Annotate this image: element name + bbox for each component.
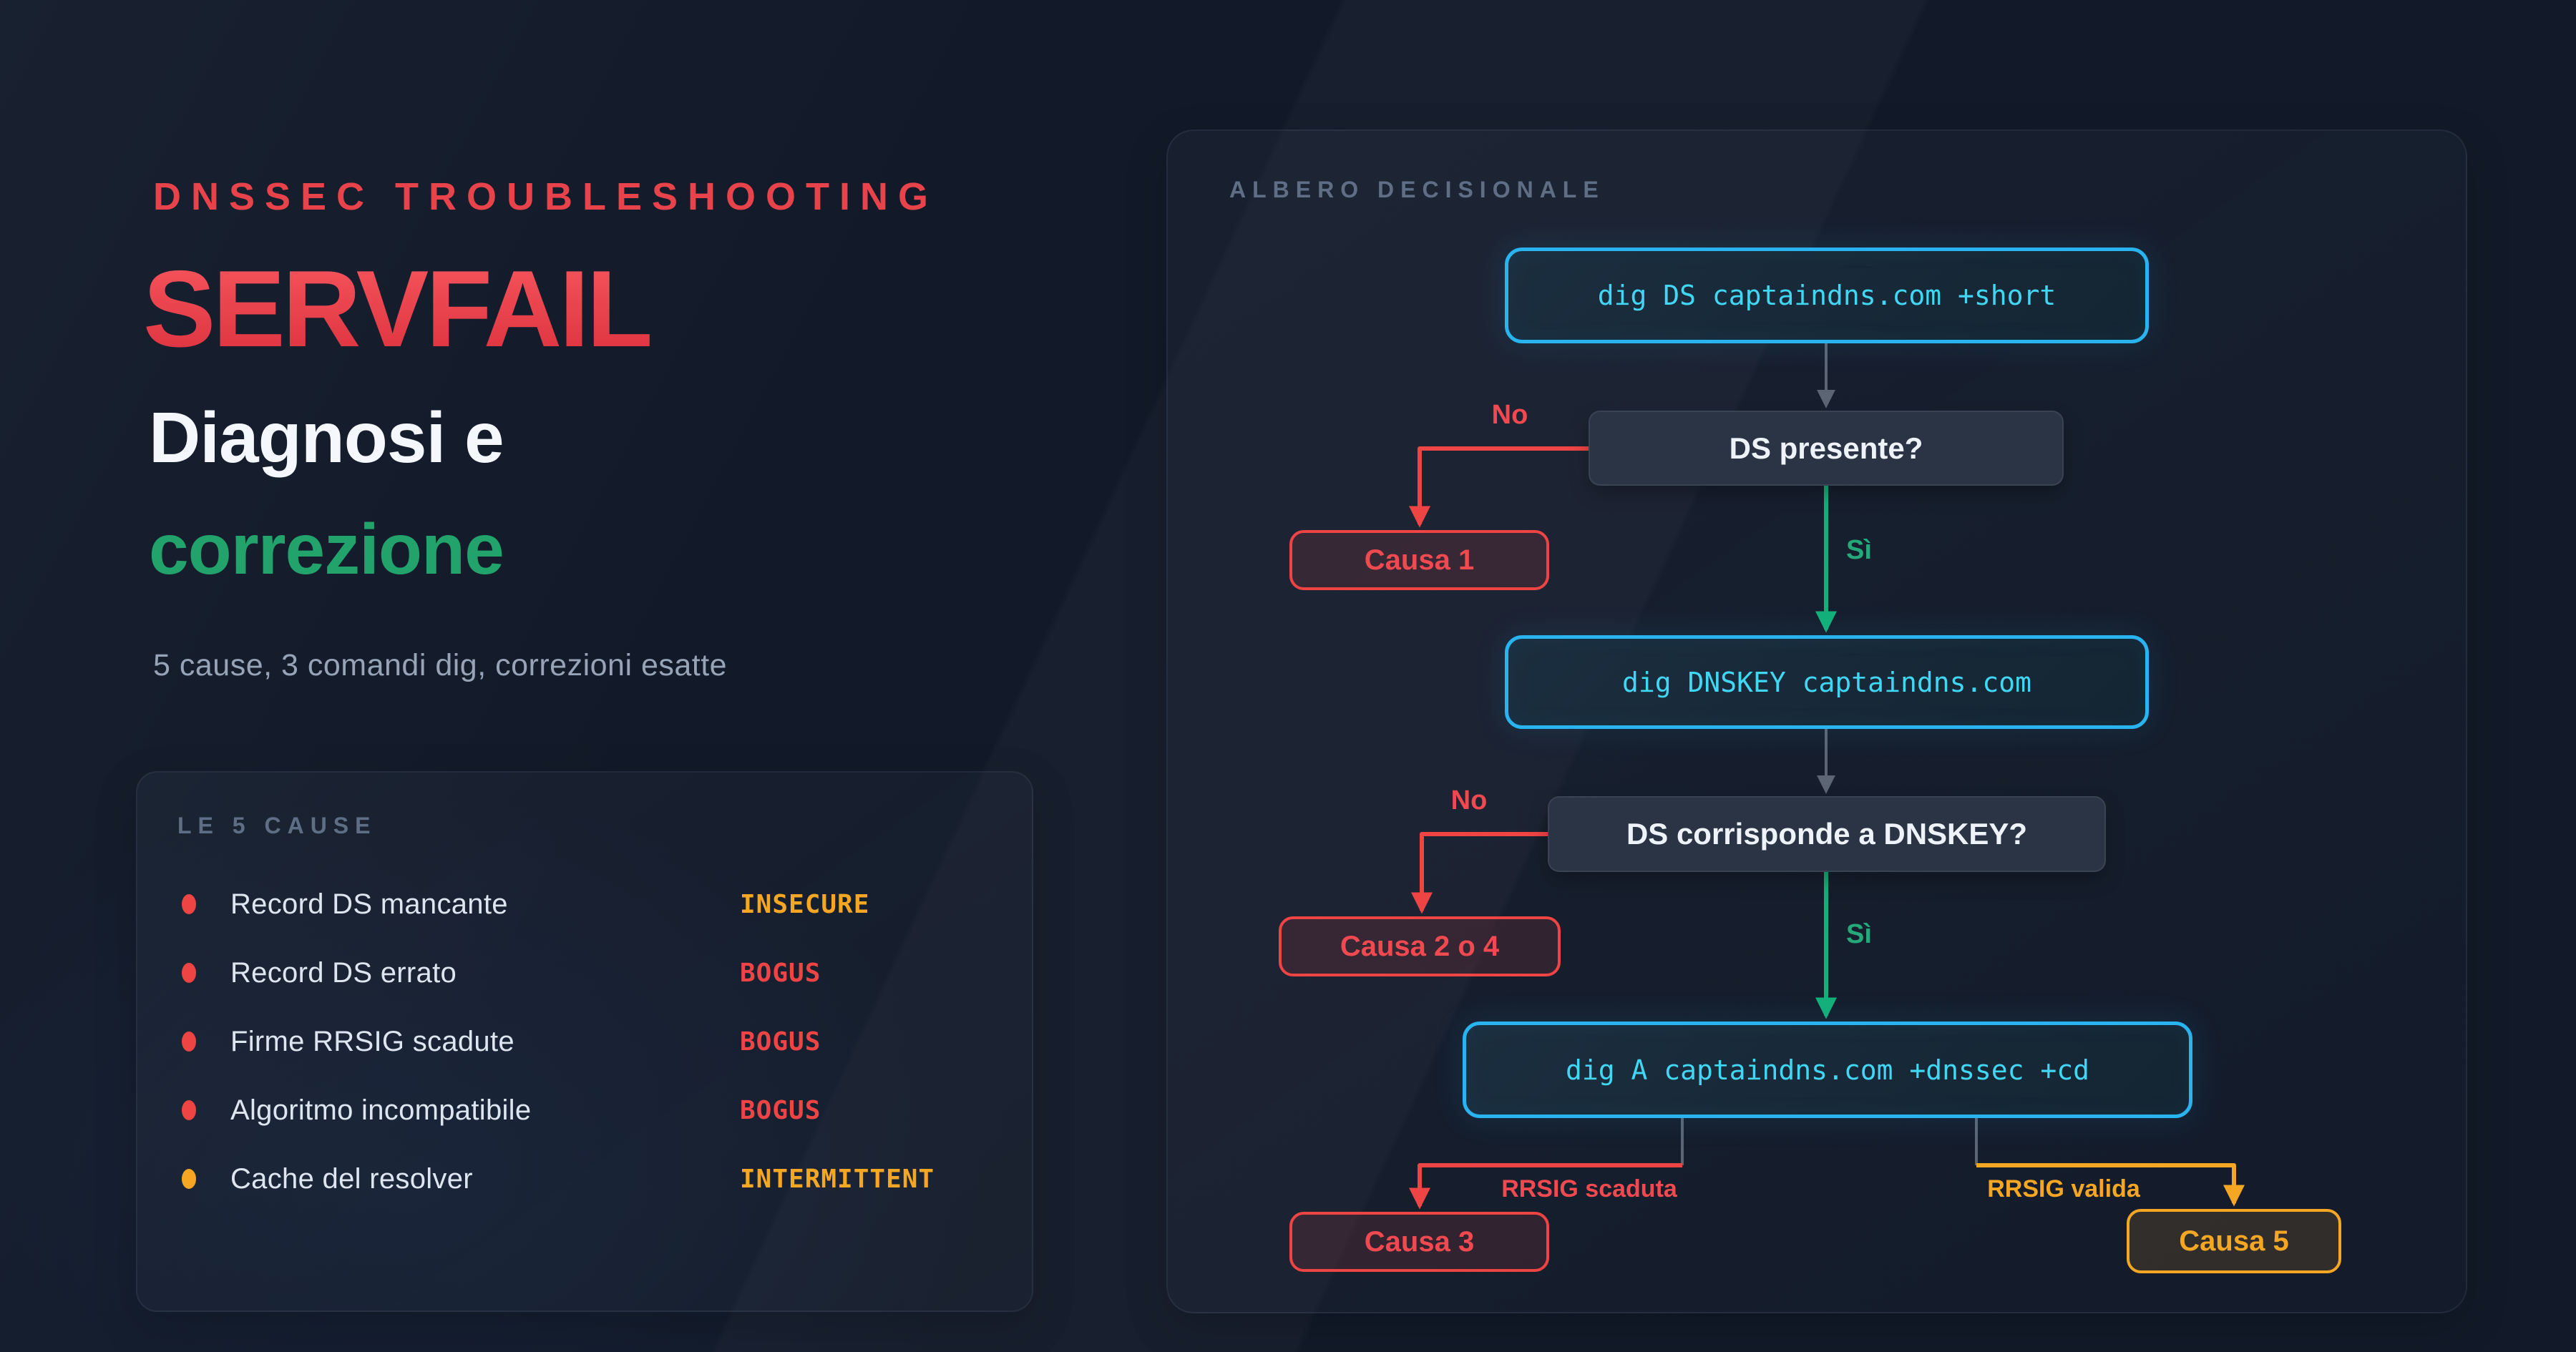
decision-tree-panel: ALBERO DECISIONALE <box>1166 129 2467 1313</box>
cause-row: Cache del resolver INTERMITTENT <box>177 1145 992 1213</box>
causes-card: LE 5 CAUSE Record DS mancante INSECURE R… <box>136 771 1033 1312</box>
cause-status: BOGUS <box>740 1027 821 1057</box>
cause-bullet <box>182 1100 196 1120</box>
eyebrow-title: DNSSEC TROUBLESHOOTING <box>153 175 939 218</box>
node-causa-3: Causa 3 <box>1289 1212 1549 1272</box>
cause-bullet <box>182 1169 196 1189</box>
cause-list: Record DS mancante INSECURE Record DS er… <box>177 870 992 1213</box>
cause-label: Cache del resolver <box>230 1162 473 1195</box>
node-command-dig-ds: dig DS captaindns.com +short <box>1505 248 2149 343</box>
node-causa-5: Causa 5 <box>2127 1209 2341 1273</box>
node-causa-1: Causa 1 <box>1289 530 1549 590</box>
edge-label-si-1: Sì <box>1846 535 1872 565</box>
cause-label: Firme RRSIG scadute <box>230 1025 514 1057</box>
edge-label-rrsig-scaduta: RRSIG scaduta <box>1501 1175 1677 1202</box>
cause-row: Algoritmo incompatibile BOGUS <box>177 1076 992 1145</box>
subtitle-line-1: Diagnosi e <box>149 398 504 478</box>
node-causa-2-o-4: Causa 2 o 4 <box>1279 916 1561 976</box>
tagline: 5 cause, 3 comandi dig, correzioni esatt… <box>153 648 728 682</box>
edge-label-rrsig-valida: RRSIG valida <box>1987 1175 2140 1202</box>
cause-label: Algoritmo incompatibile <box>230 1094 532 1126</box>
node-question-ds-corrisponde: DS corrisponde a DNSKEY? <box>1548 796 2106 872</box>
cause-bullet <box>182 1032 196 1052</box>
subtitle-line-2: correzione <box>149 509 504 589</box>
cause-bullet <box>182 894 196 914</box>
node-question-ds-presente: DS presente? <box>1589 411 2064 486</box>
edge-label-si-2: Sì <box>1846 919 1872 949</box>
cause-status: BOGUS <box>740 958 821 988</box>
cause-row: Firme RRSIG scadute BOGUS <box>177 1007 992 1076</box>
causes-card-header: LE 5 CAUSE <box>177 813 377 838</box>
cause-row: Record DS errato BOGUS <box>177 939 992 1007</box>
edge-label-no-2: No <box>1450 785 1488 815</box>
cause-status: BOGUS <box>740 1095 821 1125</box>
edge-q1-no-causa1 <box>1409 446 1589 528</box>
cause-bullet <box>182 963 196 983</box>
cause-row: Record DS mancante INSECURE <box>177 870 992 939</box>
node-command-dig-dnskey: dig DNSKEY captaindns.com <box>1505 635 2149 729</box>
edge-q2-no-causa2 <box>1411 832 1548 914</box>
node-command-dig-a-dnssec: dig A captaindns.com +dnssec +cd <box>1463 1022 2192 1118</box>
cause-status: INSECURE <box>740 889 870 919</box>
cause-label: Record DS errato <box>230 956 457 989</box>
cause-label: Record DS mancante <box>230 888 508 920</box>
decision-tree-header: ALBERO DECISIONALE <box>1229 177 1605 202</box>
edge-label-no-1: No <box>1491 400 1528 430</box>
cause-status: INTERMITTENT <box>740 1164 935 1194</box>
page-title: SERVFAIL <box>143 248 653 370</box>
